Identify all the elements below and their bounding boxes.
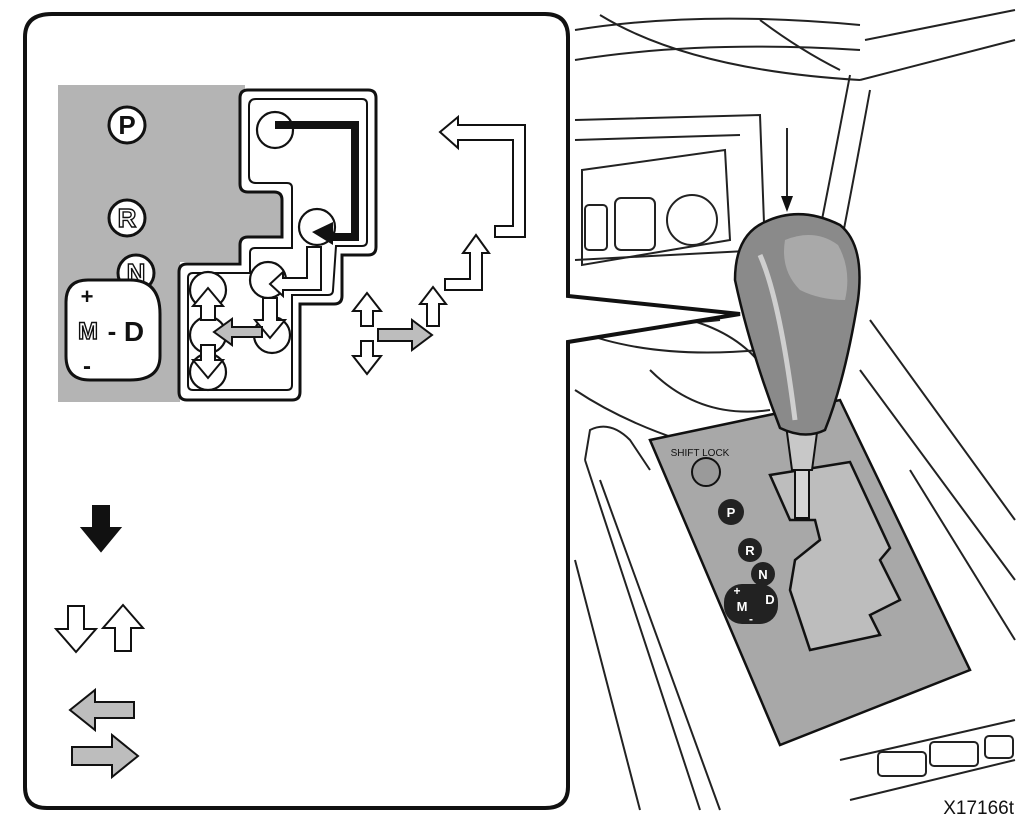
- shift-lock-label: SHIFT LOCK: [671, 448, 730, 459]
- console-illustration: [574, 9, 1016, 811]
- legend: [53, 505, 146, 780]
- shift-lock-button[interactable]: SHIFT LOCK: [671, 448, 730, 487]
- figure-code: X17166t: [943, 798, 1014, 819]
- gear-dash-label: -: [108, 316, 117, 346]
- gray-arrow-d-to-m-icon: [212, 317, 263, 347]
- console-n-label: N: [758, 567, 767, 582]
- console-p-label: P: [727, 505, 736, 520]
- gear-labels: P R N + M - D -: [64, 105, 162, 382]
- shift-knob[interactable]: [733, 212, 861, 436]
- console-minus-label: -: [749, 612, 753, 626]
- staircase-outline-arrows-icon: [417, 114, 526, 327]
- console-m-label: M: [737, 599, 748, 614]
- gear-r-label: R: [118, 203, 137, 233]
- gray-right-arrow-icon: [377, 318, 434, 352]
- press-down-indicator-icon: [781, 128, 793, 212]
- console-plus-label: +: [733, 584, 740, 598]
- manual-updown-arrows-icon: [190, 286, 226, 380]
- gear-minus-label: -: [83, 353, 91, 380]
- gear-d-label: D: [124, 316, 144, 347]
- standalone-updown-arrows-icon: [350, 291, 384, 376]
- legend-gray-leftright-arrows-icon: [68, 687, 140, 780]
- gear-m-label: M: [78, 318, 98, 345]
- console-gear-badges: P R N + M D -: [718, 499, 778, 626]
- outline-path-r-to-n: [268, 246, 322, 299]
- solid-path-p-to-r: [275, 121, 359, 245]
- shift-lever-shaft: [784, 424, 820, 519]
- gear-p-label: P: [118, 110, 135, 140]
- console-d-label: D: [765, 592, 774, 607]
- console-r-label: R: [745, 543, 755, 558]
- legend-solid-down-arrow-icon: [79, 505, 123, 553]
- gear-plus-label: +: [81, 284, 94, 309]
- legend-outline-updown-arrows-icon: [53, 603, 146, 654]
